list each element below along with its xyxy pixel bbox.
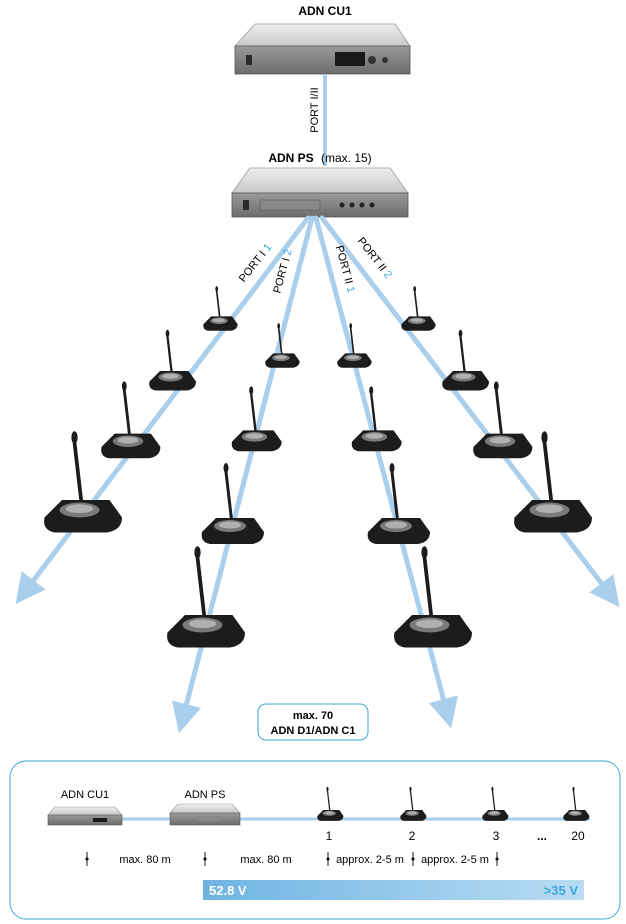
port-i-ii-label: PORT I/II bbox=[309, 87, 321, 132]
adn-ps-device bbox=[231, 167, 409, 218]
max-units-models: ADN D1/ADN C1 bbox=[271, 725, 356, 737]
chain-ps-label: ADN PS bbox=[185, 789, 226, 801]
port-label-i-1: PORT I1 bbox=[237, 242, 274, 285]
mic-unit bbox=[400, 285, 437, 332]
distance-label: approx. 2-5 m bbox=[421, 854, 489, 866]
port-label-i-2: PORT I2 bbox=[271, 248, 294, 295]
chain-panel: ADN CU1 ADN PS 1 2 3 ... 20 bbox=[9, 760, 621, 920]
port-label-ii-1-main: PORT II bbox=[333, 244, 355, 285]
mic-unit bbox=[441, 328, 491, 392]
ps-title: ADN PS (max. 15) bbox=[268, 151, 371, 165]
port-label-i-2-num: 2 bbox=[282, 248, 295, 257]
distance-label: max. 80 m bbox=[119, 854, 170, 866]
distance-dots bbox=[85, 857, 499, 861]
mic-unit bbox=[165, 544, 247, 650]
unit-number: 1 bbox=[326, 829, 333, 843]
mic-unit bbox=[366, 461, 432, 546]
port-label-ii-2: PORT II2 bbox=[355, 235, 394, 281]
mic-unit bbox=[471, 379, 534, 460]
chain-cu1-device bbox=[47, 806, 123, 826]
voltage-start: 52.8 V bbox=[209, 883, 247, 898]
mic-unit bbox=[230, 385, 283, 453]
fan-cables bbox=[15, 215, 620, 734]
mic-unit bbox=[202, 285, 239, 332]
chain-cu1-label: ADN CU1 bbox=[61, 789, 109, 801]
unit-number: 2 bbox=[409, 829, 416, 843]
adn-cu1-device bbox=[234, 23, 411, 75]
mic-unit bbox=[148, 328, 198, 392]
unit-number: ... bbox=[537, 829, 547, 843]
max-units-box: max. 70 ADN D1/ADN C1 bbox=[257, 703, 369, 741]
chain-ps-device bbox=[169, 803, 241, 826]
max-units-count: max. 70 bbox=[293, 710, 333, 722]
cu1-title: ADN CU1 bbox=[298, 4, 352, 18]
unit-number: 20 bbox=[571, 829, 585, 843]
ps-title-qualifier: (max. 15) bbox=[321, 151, 372, 165]
ps-title-name: ADN PS bbox=[268, 151, 313, 165]
mic-unit bbox=[99, 379, 162, 460]
distance-label: max. 80 m bbox=[240, 854, 291, 866]
port-label-ii-1-num: 1 bbox=[344, 285, 357, 294]
voltage-end: >35 V bbox=[544, 883, 579, 898]
mic-unit bbox=[200, 461, 266, 546]
distance-label: approx. 2-5 m bbox=[336, 854, 404, 866]
mic-unit bbox=[350, 385, 403, 453]
voltage-bar bbox=[203, 880, 584, 900]
mic-unit bbox=[336, 322, 373, 369]
unit-number: 3 bbox=[493, 829, 500, 843]
